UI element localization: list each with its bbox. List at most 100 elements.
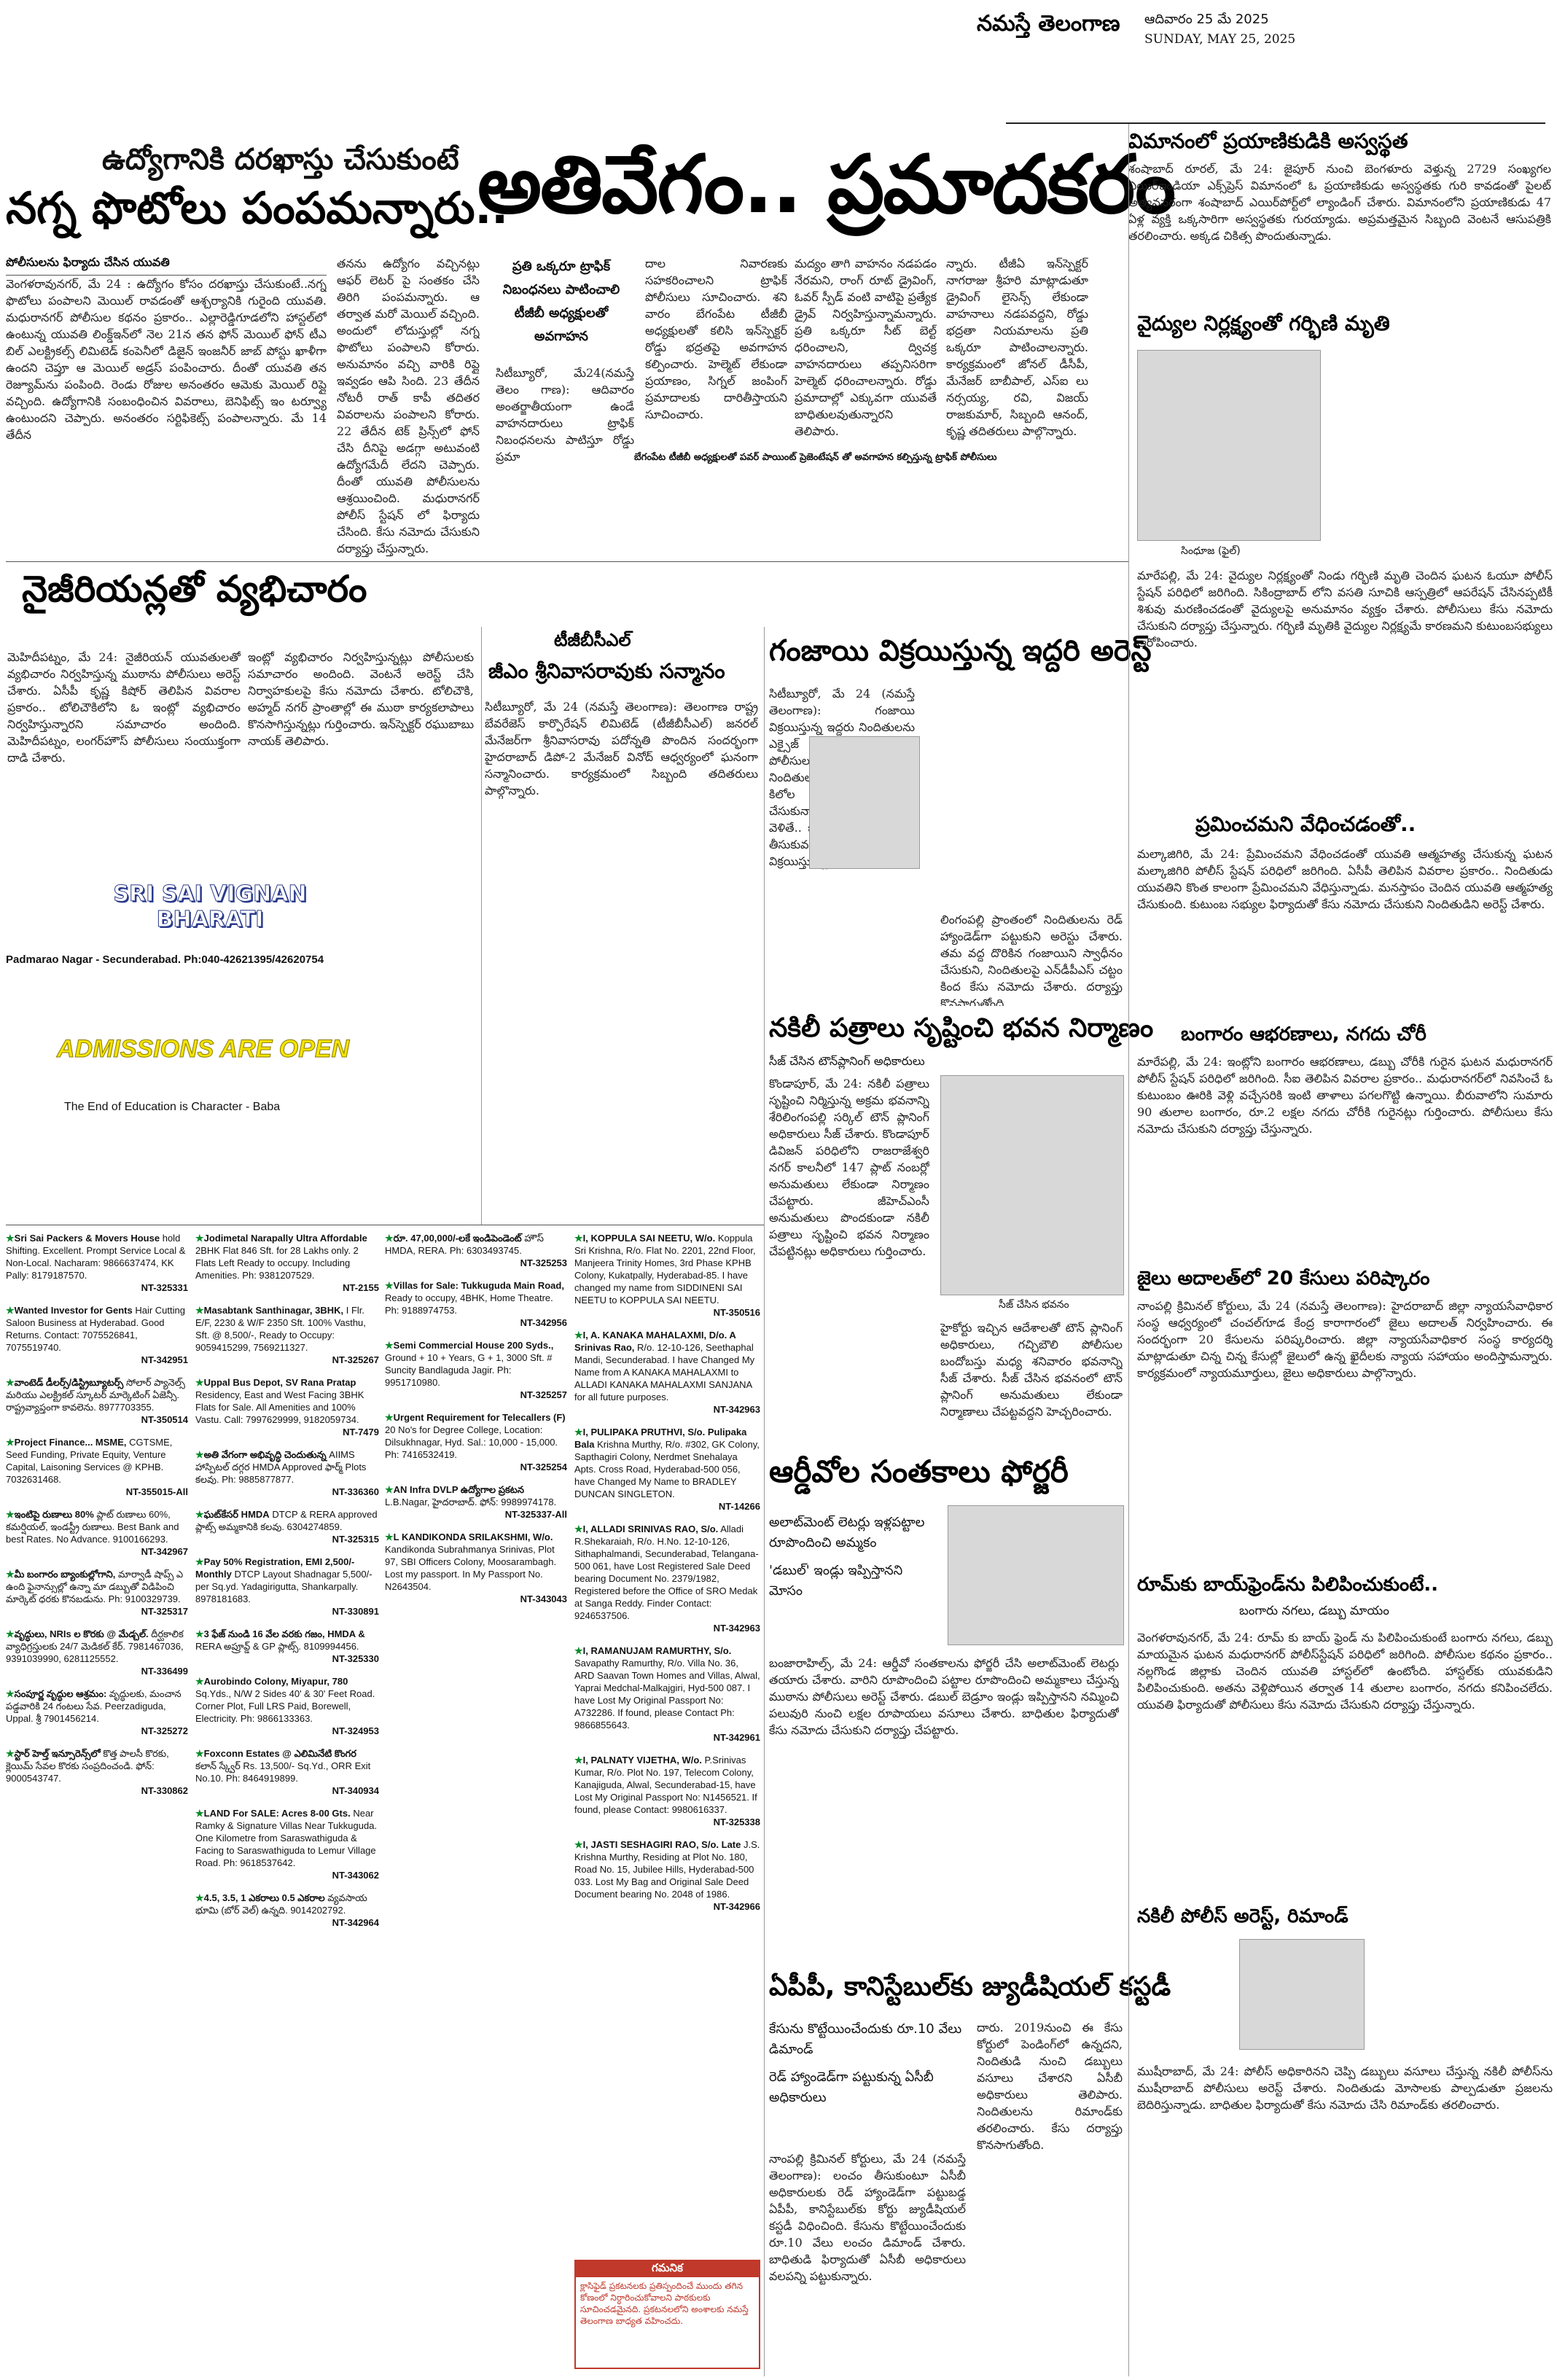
divider [6,561,1128,562]
date-english: SUNDAY, MAY 25, 2025 [1144,32,1296,47]
nigeria-headline: నైజీరియన్లతో వ్యభిచారం [22,568,367,610]
classified-text: CGTSME, Seed Funding, Private Equity, Ve… [6,1437,173,1485]
classified-code: NT-343043 [520,1593,567,1604]
classified-code: NT-325257 [520,1389,567,1400]
classified-text: R/o. 12-10-126, Seethaphal Mandi, Secund… [574,1342,755,1402]
classified-code: NT-325331 [141,1282,188,1293]
classified-text: కొత్త పాలసీ కొరకు, క్లెయిమ్ సేవల కొరకు స… [6,1748,169,1784]
classified-code: NT-325315 [332,1534,379,1545]
ganja-photo [809,736,920,869]
classified-item: ★సంపూర్ణ వృద్ధుల ఆశ్రమం: వృద్ధులకు, మంచా… [6,1688,188,1736]
classified-title: Project Finance... MSME, [14,1437,127,1448]
classified-title: I, PULIPAKA PRUTHVI, S/o. Pulipaka Bala [574,1427,747,1450]
airport-body: శంషాబాద్ రూరల్, మే 24: జైపూర్ నుంచి బెంగ… [1128,162,1551,243]
forgery-bullet: అలాట్‌మెంట్ లెటర్లు ఇళ్లపట్టాల రూపొందించ… [769,1515,925,1550]
classified-text: మార్వాడీ షాప్స్ ఎ ఉంది ఫైనాన్సుల్లో ఉన్న… [6,1569,184,1604]
classified-title: 4.5, 3.5, 1 ఎకరాలు 0.5 ఎకరాల [203,1892,325,1903]
classified-item: ★Project Finance... MSME, CGTSME, Seed F… [6,1437,188,1497]
classified-text: I Flr. E/F, 2230 & W/F 2350 Sft. 100% Va… [195,1305,366,1353]
divider [1128,124,1129,2376]
notice-text: క్లాసిఫైడ్ ప్రకటనలకు ప్రతిస్పందించే ముంద… [580,2281,749,2326]
classified-item: ★Uppal Bus Depot, SV Rana Pratap Residen… [195,1377,379,1437]
classified-item: ★LAND For SALE: Acres 8-00 Gts. Near Ram… [195,1808,379,1881]
constable-body2: దారు. 2019నుంచి ఈ కేసు కోర్టులో పెండింగ్… [977,2021,1123,2152]
constable-headline: ఏపీపీ, కానిస్టేబుల్‌కు జ్యుడీషియల్ కస్టడ… [769,1972,1171,2002]
classified-text: J.S. Krishna Murthy, Residing at Plot No… [574,1839,760,1900]
classified-code: NT-325267 [332,1354,379,1365]
classified-text: RERA అప్రూవ్డ్ & GP ప్లాట్స్. 8109994456… [195,1641,359,1652]
classified-item: ★3 ఫేజ్ నుండి 16 వేల వరకు గజం, HMDA & RE… [195,1628,379,1664]
constable-bullet: కేసును కొట్టేయించేందుకు రూ.10 వేలు డిమాం… [769,2021,962,2057]
tgbcl-body: సిటీబ్యూరో, మే 24 (నమస్తే తెలంగాణ): తెలం… [485,700,758,797]
tgbcl-headline: జీఎం శ్రీనివాసరావుకు సన్మానం [488,659,725,683]
classified-item: ★రూ. 47,00,000/-లకే ఇండిపెండెంట్ హౌస్ HM… [385,1233,567,1268]
classified-text: 2BHK Flat 846 Sft. for 28 Lakhs only. 2 … [195,1245,359,1281]
classified-text: Ground + 10 + Years, G + 1, 3000 Sft. # … [385,1352,553,1388]
classified-item: ★Semi Commercial House 200 Syds., Ground… [385,1340,567,1400]
classified-item: ★Aurobindo Colony, Miyapur, 780 Sq.Yds.,… [195,1676,379,1736]
classified-title: Uppal Bus Depot, SV Rana Pratap [203,1377,356,1388]
classified-item: ★వాంటెడ్ డీలర్స్/డిస్ట్రిబ్యూటర్స్ సోలార… [6,1377,188,1425]
gold-headline: బంగారం ఆభరణాలు, నగదు చోరీ [1181,1023,1427,1045]
classified-text: హౌస్ HMDA, RERA. Ph: 6303493745. [385,1233,544,1256]
gold-body: మారేపల్లి, మే 24: ఇంట్లోని బంగారం ఆభరణాల… [1137,1055,1553,1136]
classified-text: DTCP Layout Shadnagar 5,500/- per Sq.yd.… [195,1569,372,1604]
airport-headline: విమానంలో ప్రయాణికుడికి అస్వస్థత [1128,129,1408,153]
divider [764,627,765,2376]
classified-item: ★Jodimetal Narapally Ultra Affordable 2B… [195,1233,379,1293]
forgery-bullets: అలాట్‌మెంట్ లెటర్లు ఇళ్లపట్టాల రూపొందించ… [769,1513,937,1601]
classified-title: I, A. KANAKA MAHALAXMI, D/o. A Srinivas … [574,1330,736,1353]
divider [481,627,482,1225]
classified-item: ★I, A. KANAKA MAHALAXMI, D/o. A Srinivas… [574,1330,760,1415]
school-tagline: The End of Education is Character - Baba [64,1101,281,1113]
classified-title: అతి వేగంగా అభివృద్ధి చెందుతున్న [203,1449,327,1460]
classified-item: ★Masabtank Santhinagar, 3BHK, I Flr. E/F… [195,1305,379,1365]
forgery-body: బంజారాహిల్స్, మే 24: ఆర్డీవో సంతకాలను ఫో… [769,1656,1119,1737]
classified-code: NT-350514 [141,1414,188,1425]
classified-item: ★స్టార్ హెల్త్ ఇన్సూరెన్స్‌లో కొత్త పాలస… [6,1748,188,1796]
main-body3: మద్యం తాగి వాహనం నడపడం నేరమని, రాంగ్ రూట… [795,257,937,438]
fakepolice-body: ముషీరాబాద్, మే 24: పోలీస్ అధికారినని చెప… [1137,2064,1553,2112]
school-address: Padmarao Nagar - Secunderabad. Ph:040-42… [6,953,324,966]
classified-item: ★మీ బంగారం బ్యాంకుల్లోగాని, మార్వాడీ షాప… [6,1569,188,1617]
classified-code: NT-330891 [332,1606,379,1617]
forgery-photo [948,1505,1124,1645]
fakedocs-photo [940,1075,1124,1295]
main-body1: సిటీబ్యూరో, మే24(నమస్తే తెలం గాణ): ఆదివా… [496,366,634,464]
classified-code: NT-325330 [332,1653,379,1664]
masthead: నమస్తే తెలంగాణ ఆదివారం 25 మే 2025 SUNDAY… [977,7,1553,138]
classified-code: NT-325254 [520,1462,567,1472]
masthead-rule [1006,122,1545,124]
classified-title: Urgent Requirement for Telecallers (F) [393,1412,566,1423]
classified-item: ★Sri Sai Packers & Movers House hold Shi… [6,1233,188,1293]
classified-text: P.Srinivas Kumar, R/o. Plot No. 197, Tel… [574,1755,757,1815]
classified-text: దీర్ఘకాలిక వ్యాధిగ్రస్తులకు 24/7 మెడికల్… [6,1628,184,1664]
classified-text: 20 No's for Degree College, Location: Di… [385,1424,558,1460]
forgery-bullet: 'డబుల్' ఇండ్లు ఇప్పిస్తానని మోసం [769,1563,903,1599]
fakepolice-photo [1239,1939,1365,2050]
classified-code: NT-350516 [713,1307,760,1318]
main-photo-caption: బేగంపేట టీజీబీ అధ్యక్షులతో పవర్ పాయింట్ … [634,452,997,463]
classified-code: NT-342967 [141,1546,188,1557]
classified-item: ★4.5, 3.5, 1 ఎకరాలు 0.5 ఎకరాల వ్యవసాయ భూ… [195,1892,379,1928]
fakedocs-photo-caption: సీజ్ చేసిన భవనం [999,1299,1069,1311]
missing-body: మల్కాజిగిరి, మే 24: ప్రేమించమని వేధించడం… [1137,847,1553,911]
jail-headline: జైలు అదాలత్‌లో 20 కేసులు పరిష్కారం [1137,1268,1430,1290]
story1-col2: తనను ఉద్యోగం వచ్చినట్లు ఆఫర్ లెటర్ పై సం… [337,257,480,555]
classified-item: ★I, RAMANUJAM RAMURTHY, S/o. Savapathy R… [574,1645,760,1743]
classified-title: స్టార్ హెల్త్ ఇన్సూరెన్స్‌లో [14,1748,101,1759]
classified-item: ★I, PULIPAKA PRUTHVI, S/o. Pulipaka Bala… [574,1427,760,1512]
classified-title: వృద్ధులు, NRIs ల కొరకు @ మేడ్చల్. [14,1628,149,1639]
classified-code: NT-325317 [141,1606,188,1617]
classified-item: ★Wanted Investor for Gents Hair Cutting … [6,1305,188,1365]
notice-box: గమనిక క్లాసిఫైడ్ ప్రకటనలకు ప్రతిస్పందించ… [574,2260,760,2369]
forgery-headline: ఆర్డీవోల సంతకాలు ఫోర్జరీ [769,1454,1069,1489]
classified-text: ప్లాట్ రుణాలు 60%, కమర్షియల్, ఇండస్ట్రీ … [6,1509,179,1545]
school-ad: SRI SAI VIGNAN BHARATI Padmarao Nagar - … [6,860,472,1210]
classified-text: hold Shifting. Excellent. Prompt Service… [6,1233,186,1281]
classified-code: NT-14266 [718,1501,760,1512]
classified-title: I, KOPPULA SAI NEETU, W/o. [582,1233,716,1244]
room-headline: రూమ్‌కు బాయ్‌ఫ్రెండ్‌ను పిలిపించుకుంటే.. [1137,1574,1439,1596]
classified-title: Foxconn Estates @ ఎలిమినేటి కొంగర [203,1748,356,1759]
classified-item: ★L KANDIKONDA SRILAKSHMI, W/o. Kandikond… [385,1532,567,1604]
